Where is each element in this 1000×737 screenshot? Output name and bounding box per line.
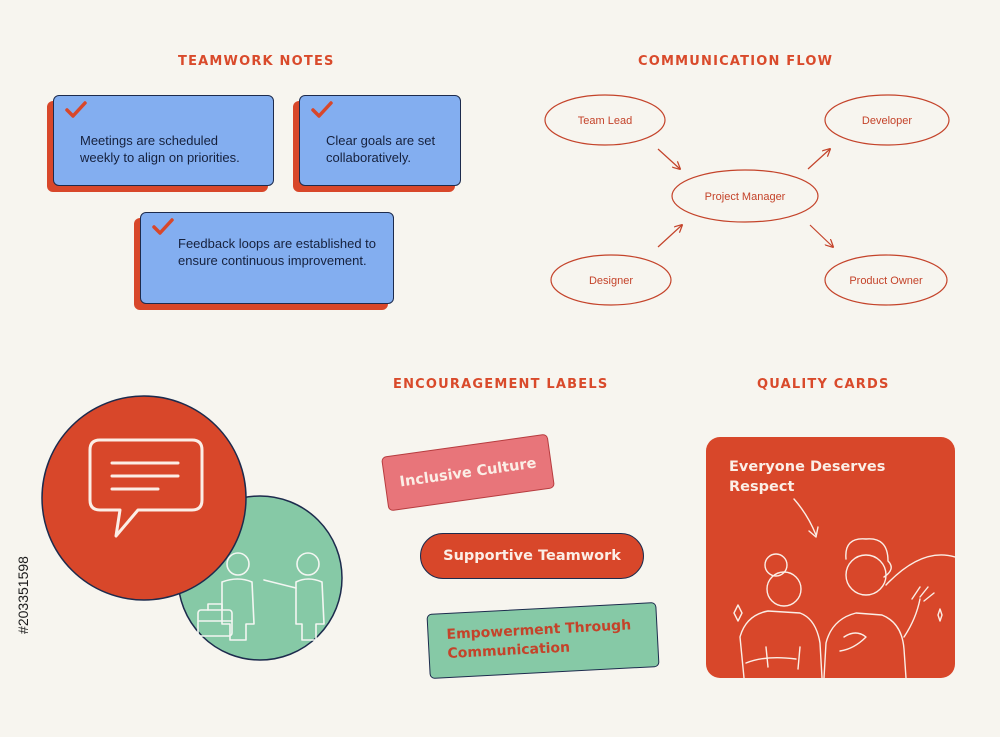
- flow-arrow: [807, 149, 830, 170]
- flow-node-label: Product Owner: [849, 275, 923, 287]
- note-text: Meetings are scheduled weekly to align o…: [80, 133, 240, 165]
- quality-cards-title: QUALITY CARDS: [757, 377, 890, 392]
- quality-card-illustration: [733, 498, 955, 678]
- teamwork-illustration: [41, 395, 343, 661]
- note-text: Clear goals are set collaboratively.: [326, 133, 436, 165]
- flow-node-label: Designer: [589, 275, 633, 287]
- motion-line: [885, 554, 955, 586]
- note-text: Feedback loops are established to ensure…: [178, 236, 377, 268]
- flow-arrow: [657, 148, 680, 169]
- teamwork-notes-title: TEAMWORK NOTES: [178, 54, 335, 69]
- chat-circle: [41, 395, 247, 601]
- person-body: [295, 578, 325, 641]
- person-arm: [745, 656, 797, 664]
- person-body: [823, 612, 907, 678]
- stock-id-text: #203351598: [15, 556, 31, 634]
- check-icon: [152, 218, 174, 235]
- stock-id-label: #203351598: [14, 490, 32, 700]
- flow-arrow: [809, 224, 833, 247]
- flow-node-designer: Designer: [550, 254, 672, 306]
- person-head: [845, 554, 887, 596]
- quality-card: Everyone Deserves Respect: [706, 437, 955, 678]
- person-straps: [765, 646, 801, 670]
- quality-card-text: Everyone Deserves Respect: [729, 459, 886, 495]
- flow-node-label: Team Lead: [578, 115, 632, 127]
- flow-arrow: [657, 225, 682, 248]
- flow-node-team-lead: Team Lead: [544, 94, 666, 146]
- flow-node-project-manager: Project Manager: [671, 169, 819, 223]
- flow-node-developer: Developer: [824, 94, 950, 146]
- chat-bubble-icon: [88, 438, 204, 538]
- gesture-arm: [263, 579, 297, 589]
- note-card: Feedback loops are established to ensure…: [140, 212, 394, 304]
- pointer-arrow: [793, 498, 817, 536]
- label-inclusive-culture: Inclusive Culture: [380, 433, 556, 512]
- waving-hand: [903, 586, 935, 638]
- person-head: [296, 552, 320, 576]
- flow-node-product-owner: Product Owner: [824, 254, 948, 306]
- encouragement-labels-title: ENCOURAGEMENT LABELS: [393, 377, 609, 392]
- sparkle: [733, 604, 743, 622]
- person-head: [226, 552, 250, 576]
- person-bun: [764, 553, 788, 577]
- pointer-arrow-head: [808, 526, 819, 538]
- flow-node-label: Developer: [862, 115, 912, 127]
- communication-flow-diagram: Team Lead Developer Project Manager Desi…: [544, 94, 950, 306]
- note-card: Clear goals are set collaboratively.: [299, 95, 461, 186]
- briefcase-icon: [197, 603, 233, 637]
- label-supportive-teamwork: Supportive Teamwork: [420, 533, 644, 579]
- person-hair: [845, 538, 892, 578]
- person-body: [739, 610, 823, 678]
- communication-flow-title: COMMUNICATION FLOW: [638, 54, 834, 69]
- flow-node-label: Project Manager: [705, 191, 786, 203]
- note-card: Meetings are scheduled weekly to align o…: [53, 95, 274, 186]
- hand-on-heart: [839, 632, 867, 652]
- check-icon: [311, 101, 333, 118]
- check-icon: [65, 101, 87, 118]
- sparkle: [937, 608, 943, 622]
- person-head: [766, 571, 802, 607]
- label-empowerment: Empowerment Through Communication: [426, 602, 660, 679]
- person-body: [221, 578, 255, 641]
